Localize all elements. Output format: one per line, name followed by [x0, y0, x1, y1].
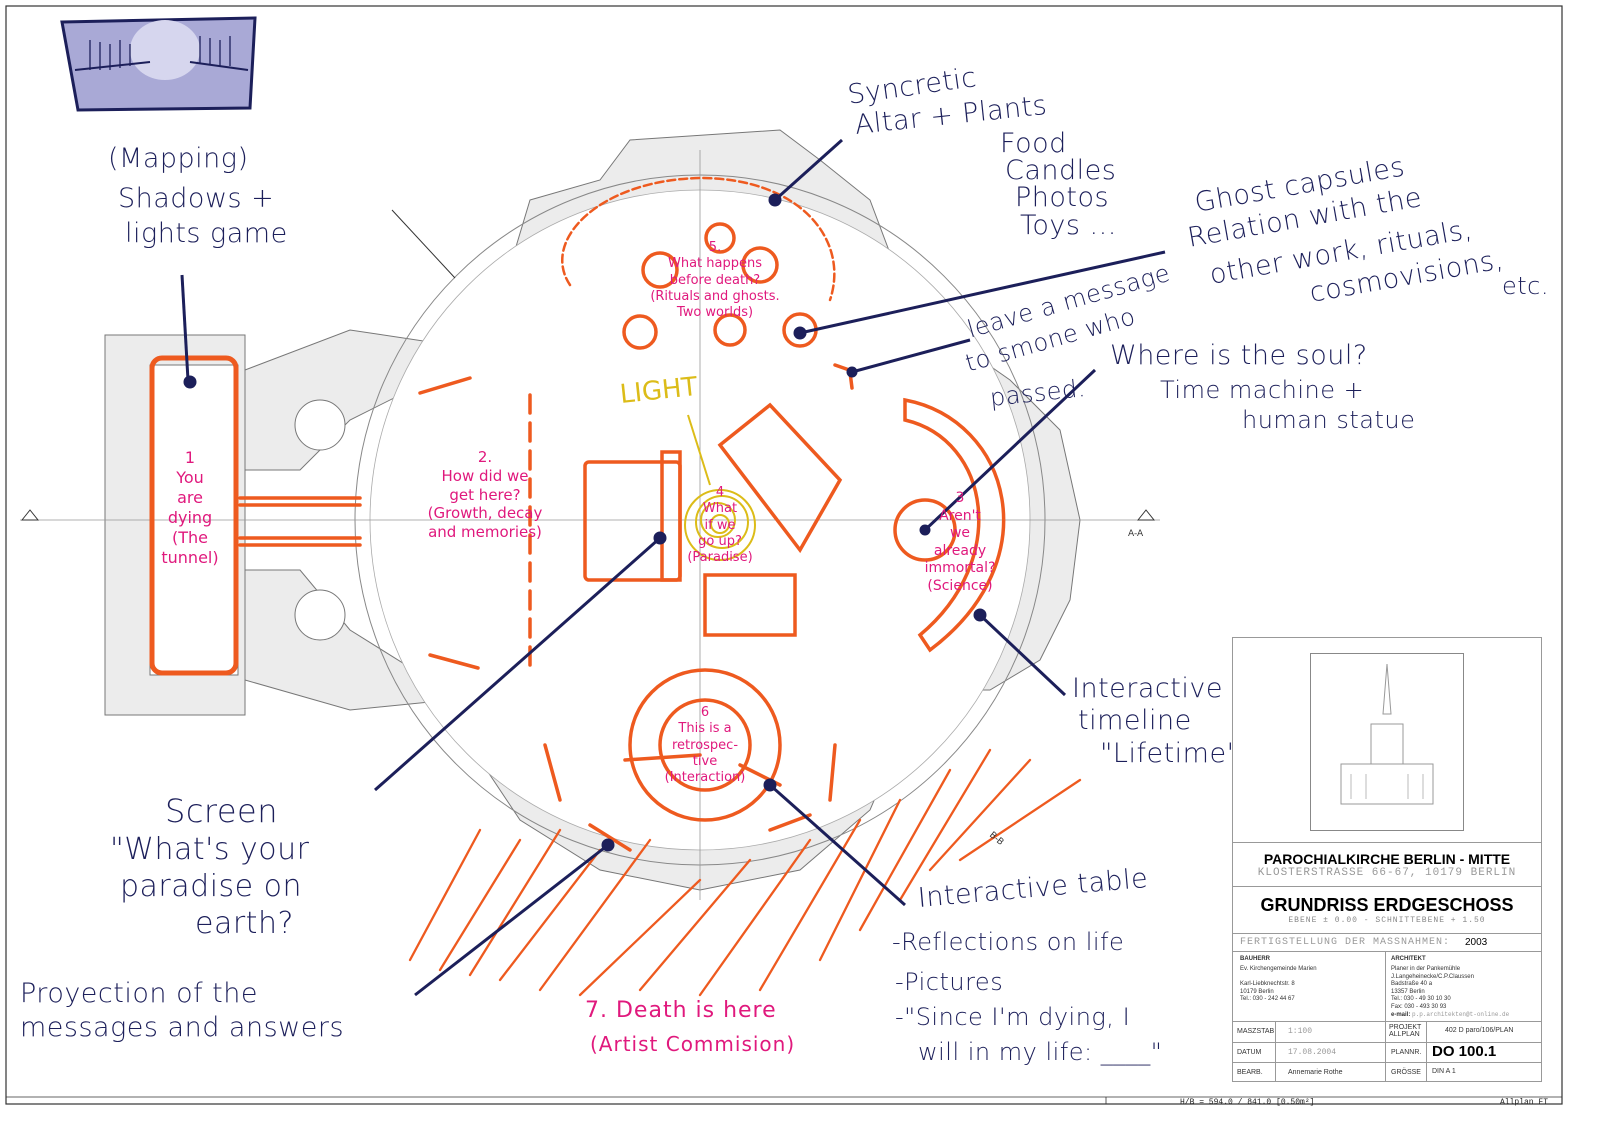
- note-timeline-2: timeline: [1078, 705, 1192, 736]
- note-table-2: -Reflections on life: [892, 928, 1125, 956]
- note-ghost-5: etc.: [1502, 272, 1549, 300]
- zone-7-subtitle: (Artist Commision): [590, 1032, 796, 1056]
- church-elevation-image: [1310, 653, 1464, 831]
- sketch-thumbnail: [60, 16, 257, 112]
- note-mapping-2: Shadows +: [118, 183, 275, 214]
- completion-row: FERTIGSTELLUNG DER MASSNAHMEN: 2003: [1233, 933, 1541, 952]
- note-screen-2: "What's your: [110, 832, 310, 867]
- note-altar-6: Toys ...: [1020, 210, 1117, 241]
- drawing-row: GRUNDRISS ERDGESCHOSS EBENE ± 0.00 - SCH…: [1233, 886, 1541, 934]
- note-altar-5: Photos: [1015, 182, 1110, 213]
- software-label: Allplan FT: [1500, 1098, 1549, 1107]
- note-altar-3: Food: [1000, 128, 1067, 159]
- title-block: PAROCHIALKIRCHE BERLIN - MITTE KLOSTERST…: [1232, 637, 1542, 1082]
- note-mapping-3: lights game: [125, 218, 288, 249]
- leader-lines: [180, 138, 1166, 997]
- light-spiral: [684, 414, 756, 561]
- church-elevation-icon: [1340, 663, 1434, 805]
- parties-row: BAUHERR Ev. Kirchengemeinde Marien Karl-…: [1233, 951, 1541, 1022]
- section-a-label: A-A: [1128, 529, 1144, 539]
- note-soul-2: Time machine +: [1160, 376, 1365, 404]
- note-soul-1: Where is the soul?: [1110, 340, 1368, 371]
- installations: [149, 176, 1082, 997]
- note-table-5: will in my life: ____": [918, 1038, 1163, 1066]
- format-label: H/B = 594.0 / 841.0 [0.50m²]: [1180, 1098, 1315, 1107]
- note-table-4: -"Since I'm dying, I: [895, 1003, 1131, 1031]
- note-mapping-1: (Mapping): [108, 143, 249, 174]
- light-label: LIGHT: [618, 371, 699, 410]
- note-projection-2: messages and answers: [20, 1012, 345, 1043]
- drawing-frame: [5, 5, 1563, 1105]
- meta-grid: MASZSTAB 1:100 PROJEKT ALLPLAN 402 D par…: [1233, 1021, 1541, 1082]
- note-timeline-1: Interactive: [1072, 673, 1223, 704]
- note-altar-4: Candles: [1005, 155, 1117, 186]
- note-screen-3: paradise on: [120, 869, 303, 904]
- note-timeline-3: "Lifetime": [1100, 738, 1240, 769]
- note-table-3: -Pictures: [895, 968, 1004, 996]
- note-soul-3: human statue: [1242, 406, 1416, 434]
- zone-7-title: 7. Death is here: [585, 998, 777, 1023]
- note-screen-4: earth?: [195, 906, 294, 941]
- note-screen-1: Screen: [165, 792, 279, 830]
- note-projection-1: Proyection of the: [20, 978, 258, 1009]
- project-row: PAROCHIALKIRCHE BERLIN - MITTE KLOSTERST…: [1233, 842, 1541, 887]
